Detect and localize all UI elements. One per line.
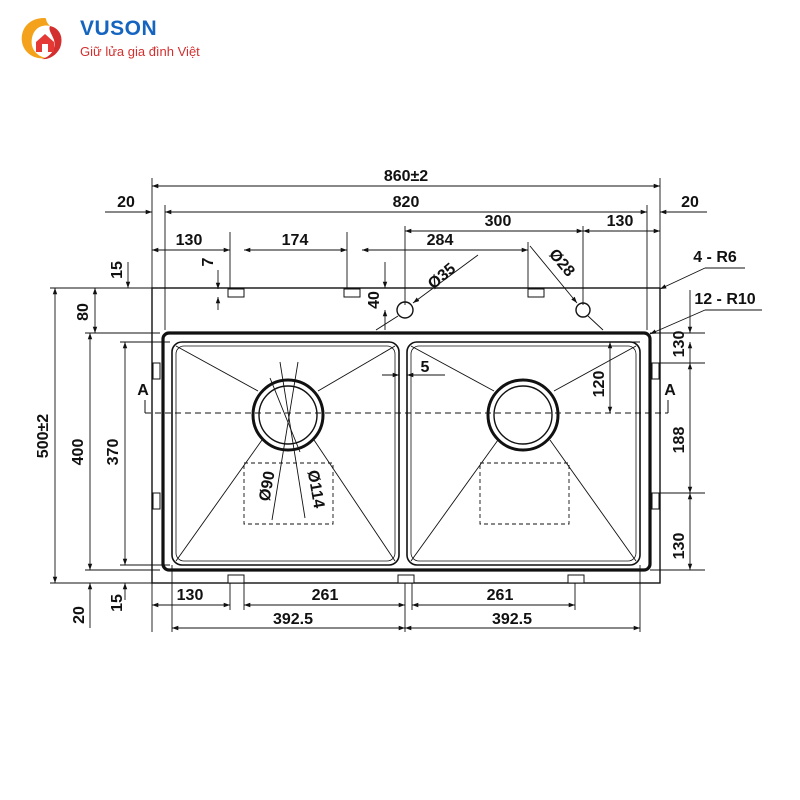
dim-tap-pos-a: 284 — [427, 232, 454, 249]
dim-side-right: 20 — [681, 194, 699, 211]
flame-house-icon — [21, 18, 62, 60]
dim-overall-width: 860±2 — [384, 168, 428, 185]
dim-bottom-15: 15 — [109, 594, 126, 612]
extension-lines — [50, 178, 705, 632]
dim-radius-inner: 12 - R10 — [694, 291, 755, 308]
dim-inner-depth: 400 — [70, 439, 87, 466]
dim-bottom-261-left: 261 — [312, 587, 339, 604]
sink-body — [144, 287, 669, 584]
dim-tap-pos-b: 300 — [485, 213, 512, 230]
dim-tab-40: 40 — [366, 291, 383, 309]
dim-hole-offset-left: 130 — [176, 232, 203, 249]
dim-tap-hole-small: Ø28 — [545, 246, 578, 280]
dim-drain-90: Ø90 — [257, 470, 279, 503]
dim-side-left: 20 — [117, 194, 135, 211]
dimension-lines — [52, 183, 762, 631]
dim-tab-15-top: 15 — [109, 261, 126, 279]
dim-bowl-width-left: 392.5 — [273, 611, 313, 628]
dim-right-188: 188 — [671, 427, 688, 454]
dim-bottom-left-130: 130 — [177, 587, 204, 604]
brand-logo — [14, 12, 214, 64]
dim-notch-7: 7 — [200, 257, 217, 266]
brand-name: VUSON — [80, 17, 158, 40]
dim-overall-depth: 500±2 — [35, 414, 52, 458]
dim-right-bottom-130: 130 — [671, 533, 688, 560]
dim-hole-offset-right: 130 — [607, 213, 634, 230]
dim-left-80: 80 — [75, 303, 92, 321]
dim-hole-span: 174 — [282, 232, 309, 249]
dim-divider-5: 5 — [421, 359, 430, 376]
dim-right-120: 120 — [591, 371, 608, 398]
dim-bottom-20: 20 — [71, 606, 88, 624]
section-mark-left: A — [137, 382, 149, 399]
dim-inner-width: 820 — [393, 194, 420, 211]
dim-drain-114: Ø114 — [304, 469, 327, 510]
brand-slogan: Giữ lửa gia đình Việt — [80, 44, 200, 59]
section-mark-right: A — [664, 382, 676, 399]
dim-bottom-261-right: 261 — [487, 587, 514, 604]
dim-bowl-width-right: 392.5 — [492, 611, 532, 628]
dim-radius-outer: 4 - R6 — [693, 249, 737, 266]
dim-bowl-depth: 370 — [105, 439, 122, 466]
dim-right-top-130: 130 — [671, 331, 688, 358]
